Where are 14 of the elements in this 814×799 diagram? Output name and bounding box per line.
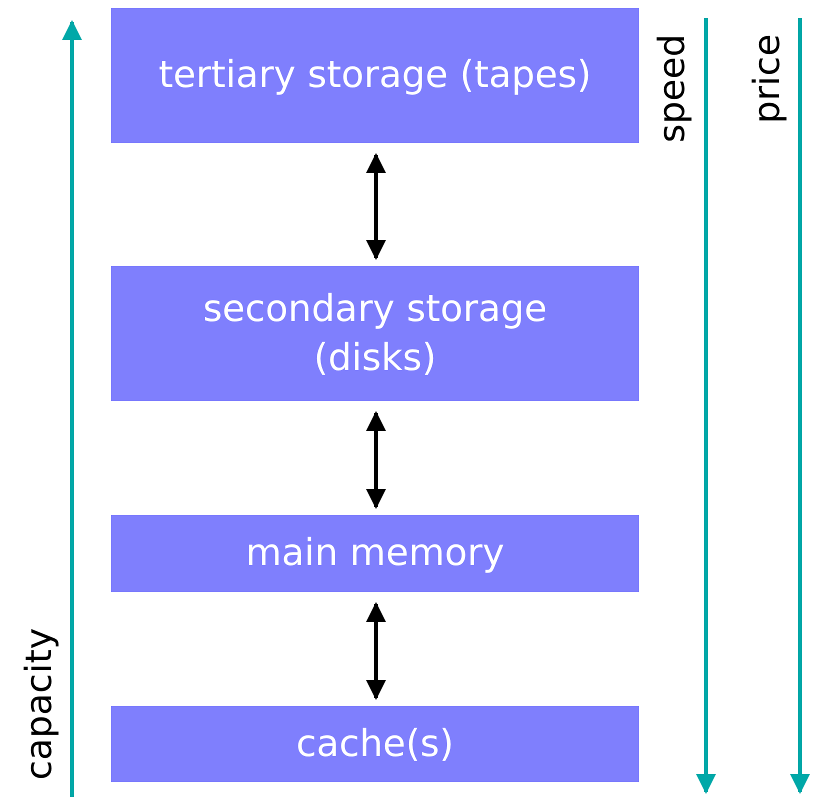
double-arrow xyxy=(366,602,386,700)
node-label: cache(s) xyxy=(295,720,455,767)
node-label: main memory xyxy=(244,530,506,576)
node-label: tertiary storage (tapes) xyxy=(158,52,592,98)
storage-level-box xyxy=(111,266,639,401)
double-arrow xyxy=(366,153,386,260)
storage-level-box xyxy=(111,706,639,782)
storage-level-box xyxy=(111,8,639,143)
double-arrow xyxy=(366,411,386,509)
storage-level-box xyxy=(111,515,639,592)
axis-label: price xyxy=(750,34,786,124)
node-label: secondary storage (disks) xyxy=(202,286,548,380)
axis-label: speed xyxy=(655,34,691,143)
axis-label: capacity xyxy=(22,628,58,780)
